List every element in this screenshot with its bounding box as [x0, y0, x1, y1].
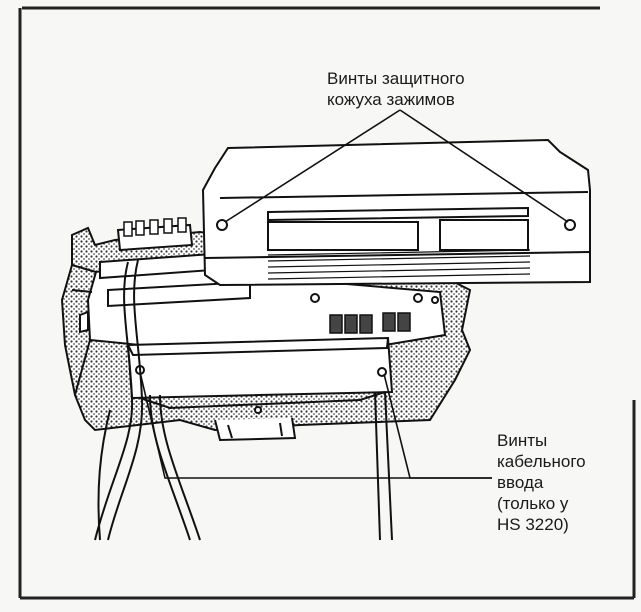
- leader-entry-right: [383, 373, 492, 479]
- leader-cover-left: [224, 109, 401, 223]
- border: [18, 6, 636, 600]
- leader-entry-left: [139, 371, 492, 479]
- leader-lines: [139, 109, 569, 479]
- cover-screws-label-line-1: Винты защитного: [327, 69, 465, 88]
- cover-screws-label-line-2: кожуха зажимов: [327, 90, 455, 109]
- terminal-cover: [201, 138, 591, 287]
- cover-screw-left: [216, 219, 228, 231]
- cable-entry-label-line-2: кабельного: [497, 452, 586, 471]
- cable-entry-plate: [126, 336, 394, 442]
- cable-entry-label-line-4: (только у: [497, 494, 569, 513]
- cable-entry-label-line-3: ввода: [497, 473, 544, 492]
- cover-screws-label: Винты защитного кожуха зажимов: [327, 68, 527, 110]
- leader-cover-right: [399, 109, 569, 223]
- cables: [94, 259, 393, 541]
- cable-entry-label-line-1: Винты: [497, 431, 548, 450]
- cable-entry-label-line-5: HS 3220): [497, 515, 569, 534]
- cable-entry-screws-label: Винты кабельного ввода (только у HS 3220…: [497, 430, 617, 535]
